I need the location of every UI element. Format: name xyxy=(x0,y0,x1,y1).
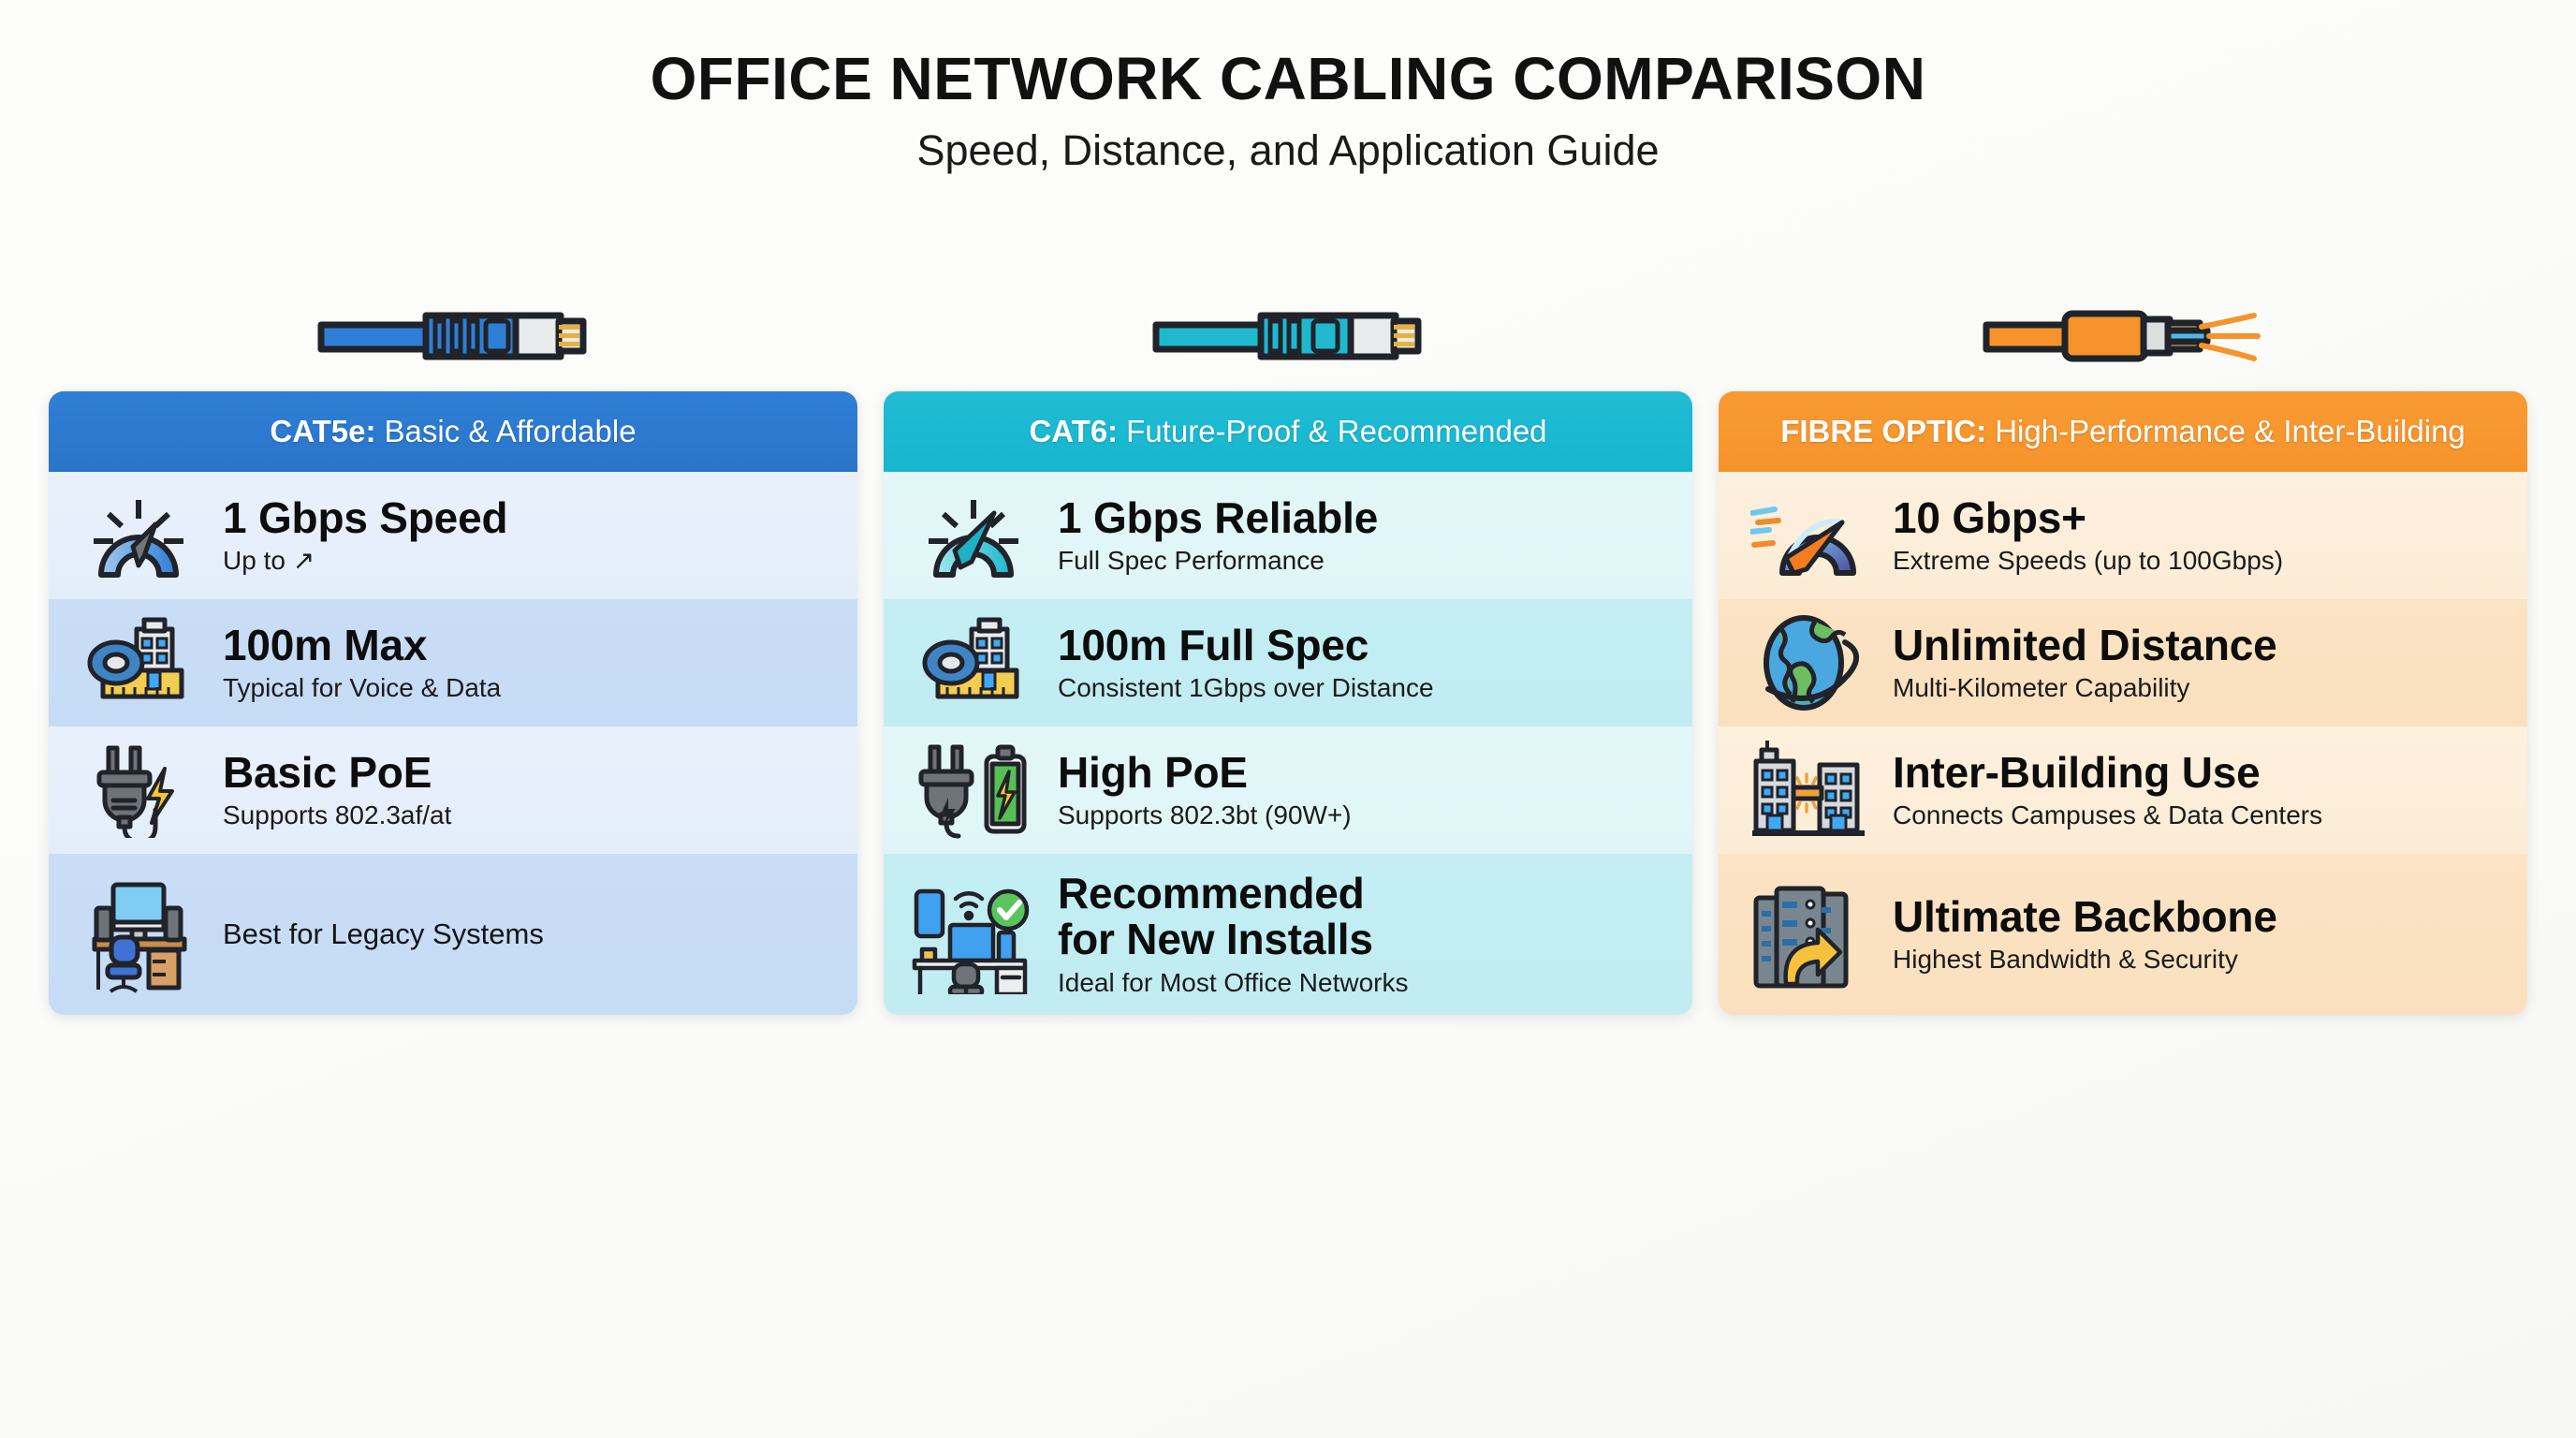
card-header-cat5e: CAT5e: Basic & Affordable xyxy=(49,391,857,472)
row-subtitle: Extreme Speeds (up to 100Gbps) xyxy=(1893,546,2284,576)
card-header-desc: Future-Proof & Recommended xyxy=(1126,414,1547,448)
row-subtitle: Typical for Voice & Data xyxy=(223,673,502,703)
card-header-fibre-optic: FIBRE OPTIC: High-Performance & Inter-Bu… xyxy=(1719,391,2527,472)
page-subtitle: Speed, Distance, and Application Guide xyxy=(916,126,1660,174)
row-speed: 10 Gbps+ Extreme Speeds (up to 100Gbps) xyxy=(1719,472,2527,599)
row-text: High PoE Supports 802.3bt (90W+) xyxy=(1058,747,1352,831)
comparison-columns: CAT5e: Basic & Affordable xyxy=(0,281,2576,1015)
row-text: Basic PoE Supports 802.3af/at xyxy=(223,747,452,831)
page-title: OFFICE NETWORK CABLING COMPARISON xyxy=(650,45,1926,112)
column-cat5e: CAT5e: Basic & Affordable xyxy=(49,281,857,1015)
power-plug-bolt-icon xyxy=(75,736,202,844)
row-poe: Basic PoE Supports 802.3af/at xyxy=(49,726,857,854)
rows-cat6: 1 Gbps Reliable Full Spec Performance xyxy=(884,472,1692,1015)
row-text: Best for Legacy Systems xyxy=(223,917,544,951)
card-cat6: CAT6: Future-Proof & Recommended xyxy=(884,391,1692,1015)
row-title: Unlimited Distance xyxy=(1893,620,2277,669)
row-subtitle: Consistent 1Gbps over Distance xyxy=(1058,673,1434,703)
row-usecase: Best for Legacy Systems xyxy=(49,854,857,1015)
row-distance: Unlimited Distance Multi-Kilometer Capab… xyxy=(1719,599,2527,726)
desk-computer-chair-icon xyxy=(75,880,202,993)
row-poe: High PoE Supports 802.3bt (90W+) xyxy=(884,726,1692,854)
card-fibre-optic: FIBRE OPTIC: High-Performance & Inter-Bu… xyxy=(1719,391,2527,1015)
card-header-desc: Basic & Affordable xyxy=(384,414,637,448)
rows-fibre-optic: 10 Gbps+ Extreme Speeds (up to 100Gbps) xyxy=(1719,472,2527,1015)
row-speed: 1 Gbps Reliable Full Spec Performance xyxy=(884,472,1692,599)
globe-orbit-icon xyxy=(1745,609,1872,717)
row-subtitle: Supports 802.3af/at xyxy=(223,800,452,830)
column-cat6: CAT6: Future-Proof & Recommended xyxy=(884,281,1692,1015)
row-distance: 100m Full Spec Consistent 1Gbps over Dis… xyxy=(884,599,1692,726)
header: OFFICE NETWORK CABLING COMPARISON Speed,… xyxy=(0,0,2576,171)
tape-measure-building-icon xyxy=(910,609,1037,717)
row-text: Unlimited Distance Multi-Kilometer Capab… xyxy=(1893,620,2277,704)
speedometer-fast-icon xyxy=(1745,481,1872,590)
row-subtitle: Highest Bandwidth & Security xyxy=(1893,945,2238,975)
server-rack-arrow-icon xyxy=(1745,880,1872,989)
row-title: Inter-Building Use xyxy=(1893,747,2261,797)
row-distance: 100m Max Typical for Voice & Data xyxy=(49,599,857,726)
row-title: Ultimate Backbone xyxy=(1893,891,2277,941)
two-buildings-link-icon xyxy=(1745,736,1872,844)
row-title: Basic PoE xyxy=(223,747,432,797)
speedometer-blue-icon xyxy=(75,481,202,590)
row-text: 1 Gbps Reliable Full Spec Performance xyxy=(1058,492,1379,577)
row-text: Ultimate Backbone Highest Bandwidth & Se… xyxy=(1893,891,2277,976)
row-subtitle: Up to ↗ xyxy=(223,546,315,576)
card-header-cat6: CAT6: Future-Proof & Recommended xyxy=(884,391,1692,472)
row-title: 100m Full Spec xyxy=(1058,620,1369,669)
row-text: 100m Full Spec Consistent 1Gbps over Dis… xyxy=(1058,620,1434,704)
row-subtitle: Connects Campuses & Data Centers xyxy=(1893,800,2323,830)
tape-measure-building-icon xyxy=(75,609,202,717)
row-subtitle: Multi-Kilometer Capability xyxy=(1893,673,2190,703)
row-text: 100m Max Typical for Voice & Data xyxy=(223,620,502,704)
row-subtitle: Supports 802.3bt (90W+) xyxy=(1058,800,1352,830)
row-text: 10 Gbps+ Extreme Speeds (up to 100Gbps) xyxy=(1893,492,2284,577)
card-header-desc: High-Performance & Inter-Building xyxy=(1995,414,2466,448)
row-backbone: Ultimate Backbone Highest Bandwidth & Se… xyxy=(1719,854,2527,1015)
rj45-connector-teal-icon xyxy=(884,281,1692,391)
rj45-connector-blue-icon xyxy=(49,281,857,391)
row-title: 1 Gbps Reliable xyxy=(1058,492,1379,542)
row-subtitle: Full Spec Performance xyxy=(1058,546,1325,576)
fibre-optic-connector-orange-icon xyxy=(1719,281,2527,391)
row-text: Recommended for New Installs Ideal for M… xyxy=(1058,871,1409,997)
row-title: 10 Gbps+ xyxy=(1893,492,2086,542)
card-header-key: CAT6: xyxy=(1029,414,1119,448)
office-devices-check-icon xyxy=(910,880,1037,994)
row-title: High PoE xyxy=(1058,747,1248,797)
row-interbuilding: Inter-Building Use Connects Campuses & D… xyxy=(1719,726,2527,854)
row-title: 100m Max xyxy=(223,620,428,669)
speedometer-teal-icon xyxy=(910,481,1037,590)
row-title: 1 Gbps Speed xyxy=(223,492,508,542)
card-cat5e: CAT5e: Basic & Affordable xyxy=(49,391,857,1015)
row-text: Inter-Building Use Connects Campuses & D… xyxy=(1893,747,2323,831)
power-plug-battery-icon xyxy=(910,736,1037,844)
rows-cat5e: 1 Gbps Speed Up to ↗ xyxy=(49,472,857,1015)
column-fibre-optic: FIBRE OPTIC: High-Performance & Inter-Bu… xyxy=(1719,281,2527,1015)
row-title: Recommended for New Installs xyxy=(1058,869,1373,964)
row-speed: 1 Gbps Speed Up to ↗ xyxy=(49,472,857,599)
row-subtitle: Best for Legacy Systems xyxy=(223,917,544,950)
card-header-key: FIBRE OPTIC: xyxy=(1780,414,1987,448)
row-subtitle: Ideal for Most Office Networks xyxy=(1058,967,1409,997)
card-header-key: CAT5e: xyxy=(270,414,376,448)
row-text: 1 Gbps Speed Up to ↗ xyxy=(223,492,508,577)
row-usecase: Recommended for New Installs Ideal for M… xyxy=(884,854,1692,1015)
